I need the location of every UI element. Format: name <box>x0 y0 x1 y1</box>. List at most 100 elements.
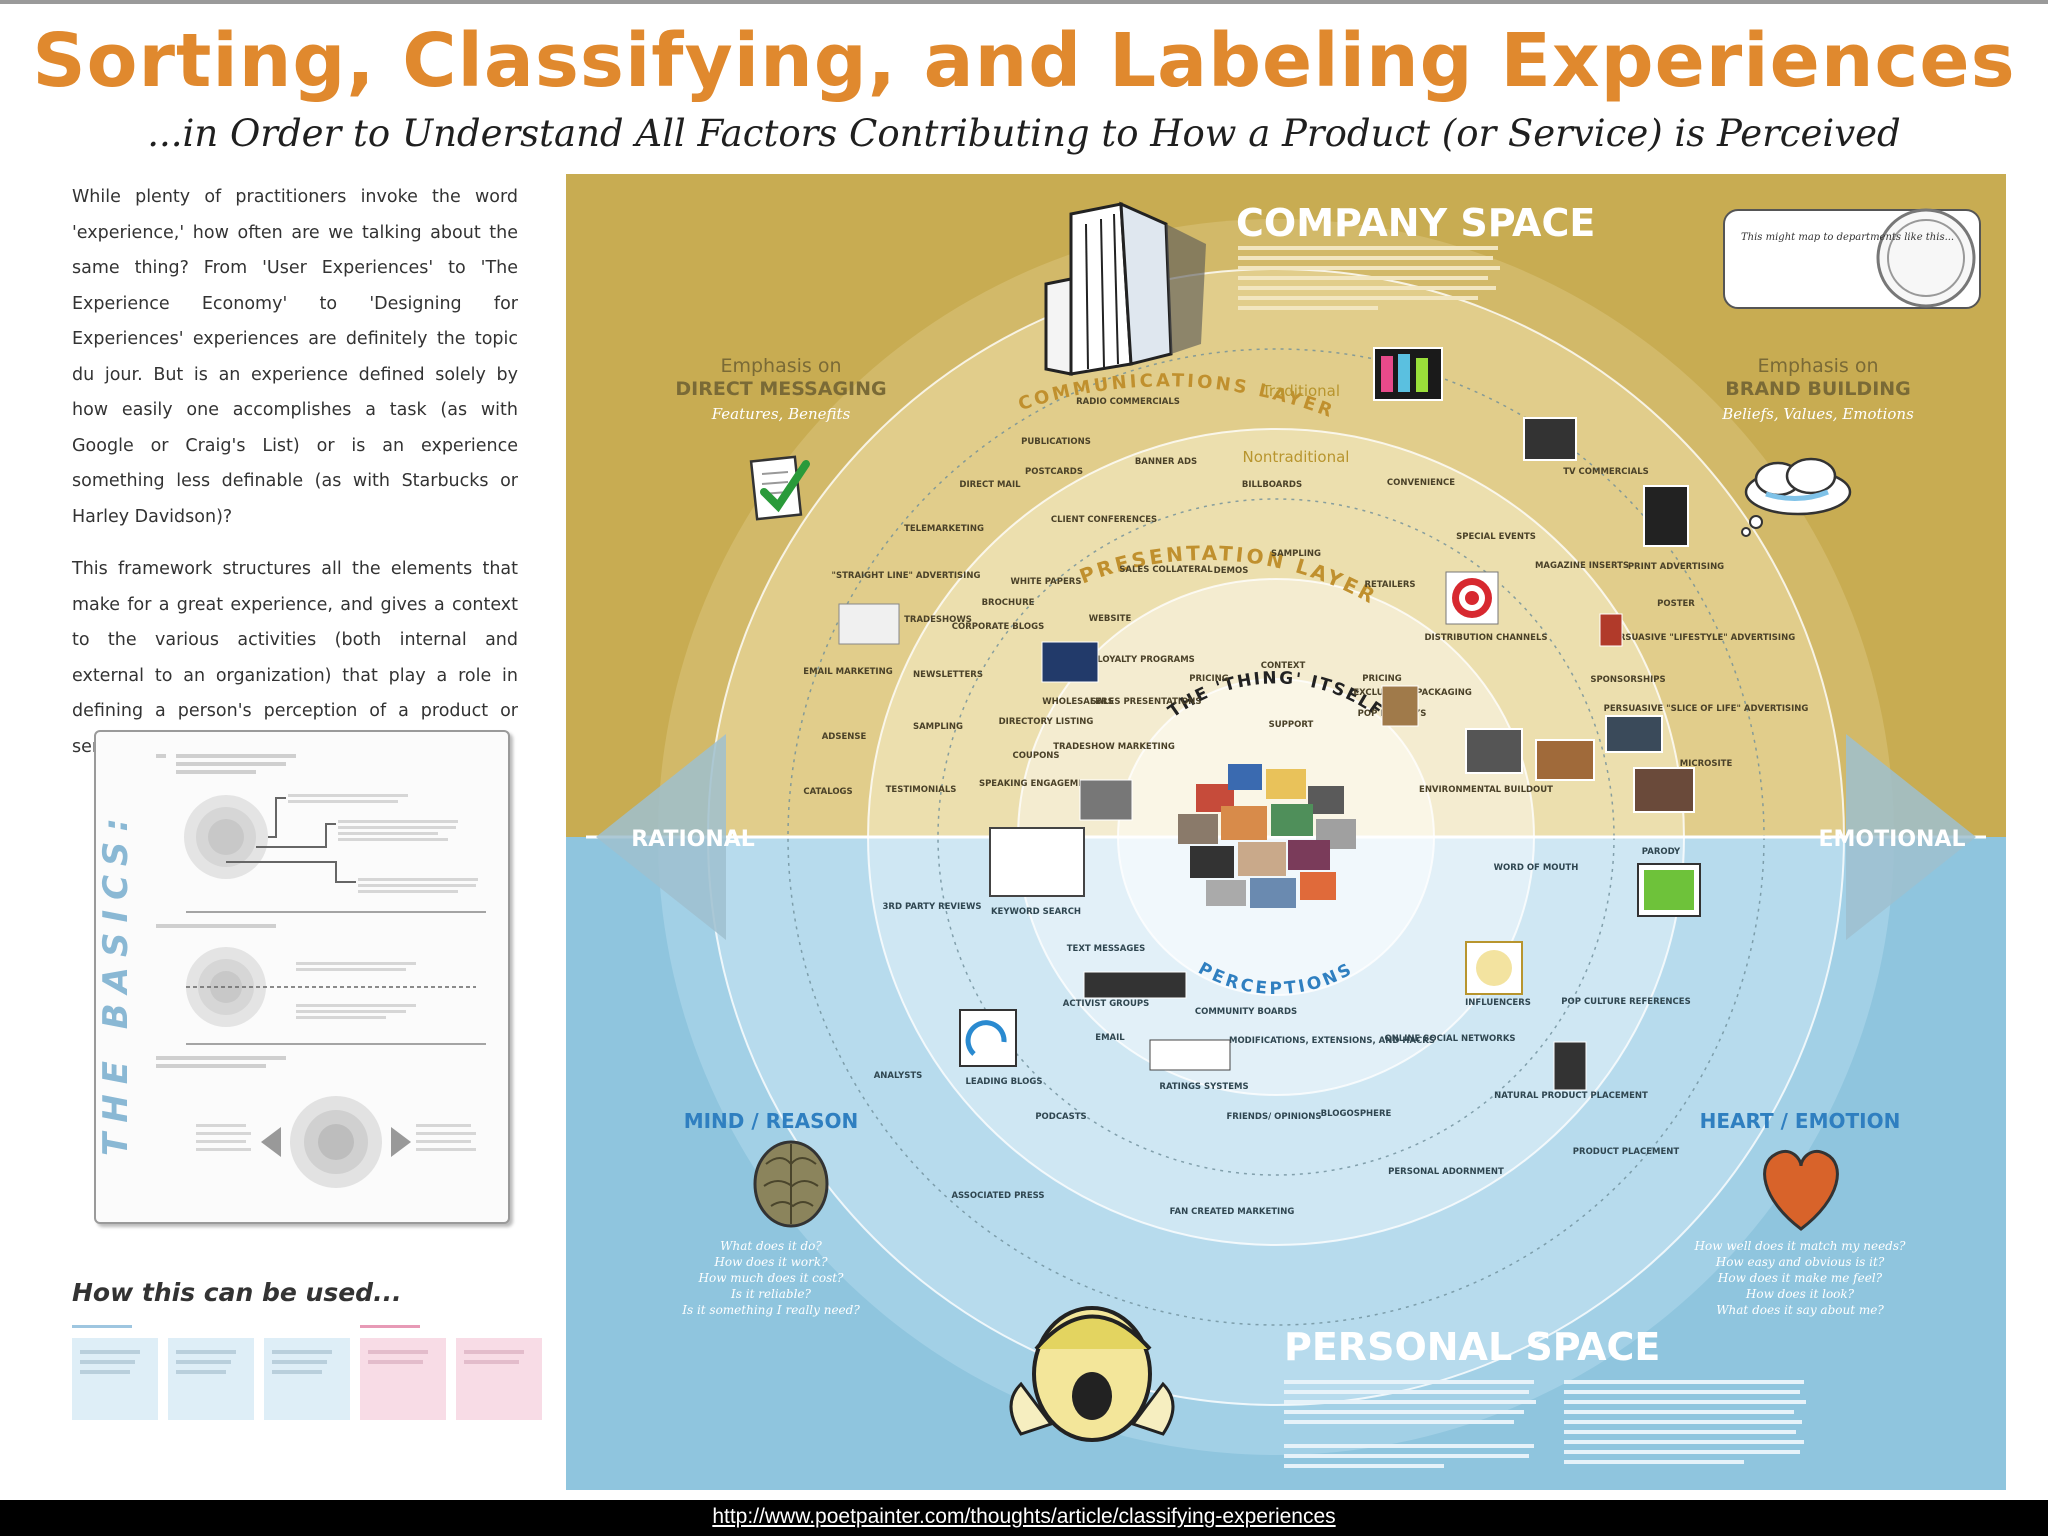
item-retailers: RETAILERS <box>1364 580 1415 590</box>
item-3rd-party-reviews: 3RD PARTY REVIEWS <box>883 902 982 912</box>
item-special-events: SPECIAL EVENTS <box>1456 532 1536 542</box>
left-emphasis-line1: Emphasis on <box>720 355 841 377</box>
presentation-items: SAMPLING SALES COLLATERAL DEMOS RETAILER… <box>979 549 1553 795</box>
item-online-social-networks: ONLINE SOCIAL NETWORKS <box>1384 1034 1515 1044</box>
heart-question-3: How does it make me feel? <box>1717 1271 1883 1285</box>
mind-question-1: What does it do? <box>720 1239 822 1253</box>
thought-cloud-icon <box>1741 457 1852 537</box>
item-tv-commercials: TV COMMERCIALS <box>1563 467 1649 477</box>
item-print-advertising: PRINT ADVERTISING <box>1628 562 1724 572</box>
item-pricing-left: PRICING <box>1189 674 1228 684</box>
item-pricing-right: PRICING <box>1362 674 1401 684</box>
item-tradeshows: TRADESHOWS <box>904 615 972 625</box>
item-keyword-search: KEYWORD SEARCH <box>991 907 1081 917</box>
heart-question-1: How well does it match my needs? <box>1694 1239 1906 1253</box>
mind-question-4: Is it reliable? <box>730 1287 811 1301</box>
item-product-placement: PRODUCT PLACEMENT <box>1573 1147 1680 1157</box>
item-demos: DEMOS <box>1214 566 1249 576</box>
item-influencers: INFLUENCERS <box>1465 998 1531 1008</box>
item-banner-ads: BANNER ADS <box>1135 457 1197 467</box>
item-brochure: BROCHURE <box>982 598 1035 608</box>
nontraditional-label: Nontraditional <box>1243 448 1350 466</box>
intro-paragraph-1: While plenty of practitioners invoke the… <box>72 187 518 527</box>
item-loyalty-programs: LOYALTY PROGRAMS <box>1097 655 1195 665</box>
mind-question-5: Is it something I really need? <box>681 1303 860 1317</box>
source-link[interactable]: http://www.poetpainter.com/thoughts/arti… <box>712 1505 1336 1528</box>
item-billboards: BILLBOARDS <box>1242 480 1302 490</box>
item-sponsorships: SPONSORSHIPS <box>1590 675 1665 685</box>
item-pop-culture-references: POP CULTURE REFERENCES <box>1561 997 1690 1007</box>
item-natural-product-placement: NATURAL PRODUCT PLACEMENT <box>1494 1091 1648 1101</box>
item-environmental-buildout: ENVIRONMENTAL BUILDOUT <box>1419 785 1553 795</box>
item-lifestyle-advertising: PERSUASIVE "LIFESTYLE" ADVERTISING <box>1607 633 1795 643</box>
item-tradeshow-marketing: TRADESHOW MARKETING <box>1053 742 1175 752</box>
item-friends-opinions: FRIENDS/ OPINIONS <box>1226 1112 1321 1122</box>
item-leading-blogs: LEADING BLOGS <box>966 1077 1043 1087</box>
rational-arrow <box>596 734 726 940</box>
item-fan-created-marketing: FAN CREATED MARKETING <box>1170 1207 1295 1217</box>
item-support: SUPPORT <box>1269 720 1314 730</box>
experience-diagram: RATIONAL EMOTIONAL COMPANY SPACE This mi… <box>566 174 2006 1490</box>
personal-space-title: PERSONAL SPACE <box>1284 1325 1660 1369</box>
media-thumbnails <box>838 347 1701 1091</box>
item-publications: PUBLICATIONS <box>1021 437 1091 447</box>
heart-question-2: How easy and obvious is it? <box>1715 1255 1885 1269</box>
item-parody: PARODY <box>1642 847 1681 857</box>
item-directory-listing: DIRECTORY LISTING <box>999 717 1094 727</box>
item-slice-of-life-advertising: PERSUASIVE "SLICE OF LIFE" ADVERTISING <box>1604 704 1809 714</box>
item-word-of-mouth: WORD OF MOUTH <box>1494 863 1579 873</box>
intro-text: While plenty of practitioners invoke the… <box>72 180 518 782</box>
usage-cards <box>72 1325 542 1420</box>
emotional-arrow <box>1846 734 1976 940</box>
brain-icon <box>753 1140 829 1228</box>
right-emphasis-line3: Beliefs, Values, Emotions <box>1721 405 1914 423</box>
item-radio-commercials: RADIO COMMERCIALS <box>1076 397 1180 407</box>
note-text: This might map to departments like this.… <box>1741 232 1954 243</box>
mind-reason-label: MIND / REASON <box>684 1109 859 1133</box>
right-emphasis-line1: Emphasis on <box>1757 355 1878 377</box>
item-speaking-engagements: SPEAKING ENGAGEMENTS <box>979 779 1103 789</box>
item-sampling: SAMPLING <box>1271 549 1321 559</box>
emotional-label: EMOTIONAL <box>1819 827 1966 852</box>
traditional-label: Traditional <box>1261 382 1340 400</box>
item-convenience: CONVENIENCE <box>1387 478 1455 488</box>
item-telemarketing: TELEMARKETING <box>904 524 984 534</box>
item-client-conferences: CLIENT CONFERENCES <box>1051 515 1157 525</box>
item-blogosphere: BLOGOSPHERE <box>1321 1109 1392 1119</box>
outer-items: RADIO COMMERCIALS PUBLICATIONS POSTCARDS… <box>803 397 1808 797</box>
item-context: CONTEXT <box>1261 661 1306 671</box>
item-associated-press: ASSOCIATED PRESS <box>951 1191 1044 1201</box>
item-modifications-hacks: MODIFICATIONS, EXTENSIONS, AND HACKS <box>1229 1036 1435 1046</box>
heart-question-4: How does it look? <box>1745 1287 1855 1301</box>
item-corporate-blogs: CORPORATE BLOGS <box>952 622 1044 632</box>
item-microsite: MICROSITE <box>1680 759 1733 769</box>
item-community-boards: COMMUNITY BOARDS <box>1195 1007 1297 1017</box>
rational-label: RATIONAL <box>631 827 755 852</box>
right-emphasis-line2: BRAND BUILDING <box>1725 378 1911 400</box>
item-email-marketing: EMAIL MARKETING <box>803 667 892 677</box>
item-adsense: ADSENSE <box>822 732 867 742</box>
item-email: EMAIL <box>1095 1033 1125 1043</box>
item-straight-line-advertising: "STRAIGHT LINE" ADVERTISING <box>832 571 981 581</box>
basics-illustrations <box>156 754 486 1188</box>
basics-panel: THE BASICS: <box>94 730 510 1224</box>
item-newsletters: NEWSLETTERS <box>913 670 983 680</box>
item-distribution-channels: DISTRIBUTION CHANNELS <box>1425 633 1548 643</box>
item-wholesalers: WHOLESALERS <box>1042 697 1114 707</box>
item-analysts: ANALYSTS <box>874 1071 923 1081</box>
item-activist-groups: ACTIVIST GROUPS <box>1063 999 1149 1009</box>
heart-icon <box>1763 1150 1839 1231</box>
item-sales-presentations: SALES PRESENTATIONS <box>1090 697 1201 707</box>
item-text-messages: TEXT MESSAGES <box>1067 944 1146 954</box>
page-title: Sorting, Classifying, and Labeling Exper… <box>32 18 2016 104</box>
company-space-title: COMPANY SPACE <box>1236 201 1595 245</box>
left-emphasis-line3: Features, Benefits <box>711 405 851 423</box>
item-catalogs: CATALOGS <box>803 787 852 797</box>
left-emphasis-line2: DIRECT MESSAGING <box>675 378 886 400</box>
heart-questions: How well does it match my needs? How eas… <box>1694 1239 1906 1317</box>
item-ratings-systems: RATINGS SYSTEMS <box>1159 1082 1248 1092</box>
heart-emotion-label: HEART / EMOTION <box>1700 1109 1901 1133</box>
mind-questions: What does it do? How does it work? How m… <box>681 1239 860 1317</box>
mind-question-3: How much does it cost? <box>698 1271 845 1285</box>
